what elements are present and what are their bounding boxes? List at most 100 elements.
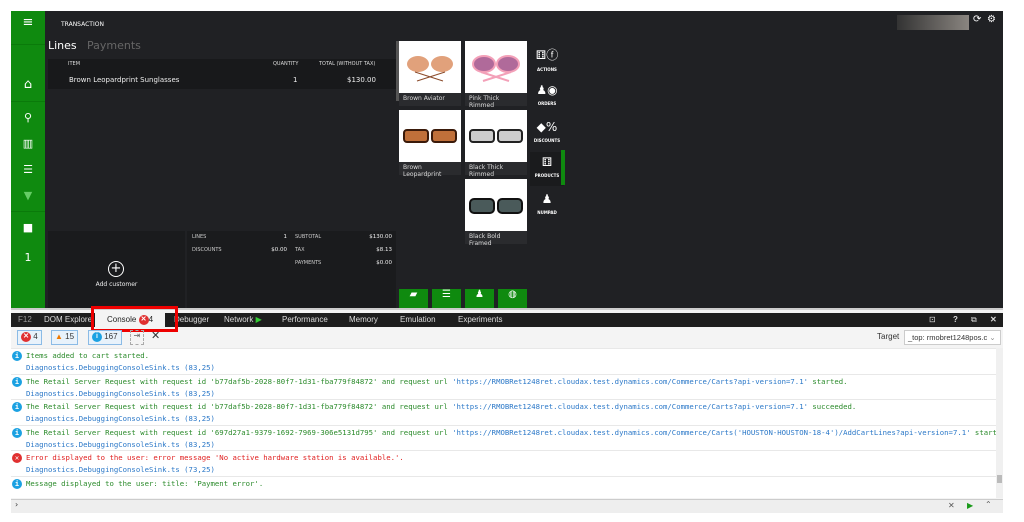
product-tile[interactable]: Black Bold Framed [465,179,527,247]
product-label: Brown Leopardprint [403,164,442,178]
page-title: TRANSACTION [61,21,104,28]
person-action-button[interactable]: ♟ [465,289,494,308]
globe-action-button[interactable]: ◍ [498,289,527,308]
undock-icon[interactable]: ⧉ [971,315,977,324]
log-url[interactable]: 'https://RMOBRet1248ret.cloudax.test.dyn… [452,376,808,386]
filter-info[interactable]: i 167 [88,330,122,345]
list-icon[interactable]: ☰ [23,163,33,176]
log-source-link[interactable]: Diagnostics.DebuggingConsoleSink.ts (83,… [26,414,215,423]
product-label: Pink Thick Rimmed [469,95,500,109]
product-tile[interactable]: Black Thick Rimmed [465,110,527,178]
nav-discounts[interactable]: ◆%DISCOUNTS [530,117,564,151]
console-log: i Items added to cart started. Diagnostics… [11,348,996,498]
log-text: Message displayed to the user: title: 'P… [26,478,264,488]
f12-label: F12 [18,315,32,324]
add-customer-button[interactable]: + Add customer [48,231,185,308]
clear-console-icon[interactable]: ✕ [151,329,161,342]
tab-payments[interactable]: Payments [87,39,141,52]
log-url[interactable]: 'https://RMOBRet1248ret.cloudax.test.dyn… [452,402,808,411]
subtotal-label: SUBTOTAL [295,234,322,240]
shopping-bag-icon[interactable]: ■ [22,221,34,234]
add-customer-label: Add customer [95,281,138,288]
log-source-link[interactable]: Diagnostics.DebuggingConsoleSink.ts (73,… [26,465,215,474]
help-icon[interactable]: ? [953,315,958,324]
tab-experiments[interactable]: Experiments [458,315,503,324]
sunglasses-image [465,110,527,162]
highlight-box [91,306,178,332]
nav-label: ORDERS [537,101,557,106]
totals-panel: LINES 1 DISCOUNTS $0.00 SUBTOTAL $130.00… [187,231,396,308]
info-icon: i [12,402,22,412]
console-input[interactable]: › ✕ ▶ ⌃ [11,499,1003,513]
refresh-icon[interactable]: ⟳ [973,14,982,25]
filter-icon[interactable]: ▼ [23,189,33,202]
target-select[interactable]: _top: rmobret1248pos.c ⌄ [904,330,1001,345]
discounts-label: DISCOUNTS [192,247,222,253]
tab-lines[interactable]: Lines [48,39,77,52]
warnings-count: 15 [65,332,75,341]
log-message: The Retail Server Request with request i… [13,401,996,413]
target-value: _top: rmobret1248pos.c [908,333,988,342]
tab-debugger[interactable]: Debugger [174,315,210,324]
cards-action-button[interactable]: ▰ [399,289,428,308]
clear-on-navigate-icon[interactable]: ⇥ [130,330,144,345]
log-source-link[interactable]: Diagnostics.DebuggingConsoleSink.ts (83,… [26,439,215,449]
log-message: The Retail Server Request with request i… [13,427,996,439]
close-icon[interactable]: ✕ [990,315,997,324]
tab-network[interactable]: Network ▶ [224,315,262,324]
log-text: The Retail Server Request with request i… [26,402,453,411]
play-icon: ▶ [255,315,262,324]
nav-products[interactable]: ⚅PRODUCTS [530,152,564,186]
warning-icon: ▲ [55,332,63,341]
expand-icon[interactable]: ⌃ [985,500,992,509]
lines-label: LINES [192,234,207,240]
filter-warnings[interactable]: ▲ 15 [51,330,79,345]
product-label: Black Thick Rimmed [469,164,504,178]
errors-count: 4 [33,332,38,342]
info-icon: i [12,351,22,361]
log-text: The Retail Server Request with request i… [26,376,453,386]
tab-dom-explorer[interactable]: DOM Explorer [44,315,94,324]
nav-orders[interactable]: ♟◉ ORDERS [530,80,564,114]
product-tile[interactable]: Brown Aviator [399,41,461,106]
numpad-icon: ♟ [541,192,553,206]
log-source-link[interactable]: Diagnostics.DebuggingConsoleSink.ts (83,… [26,388,215,398]
filter-errors[interactable]: ✕ 4 [17,330,42,345]
home-icon[interactable]: ⌂ [23,77,33,92]
library-icon[interactable]: ▥ [22,137,34,150]
product-label: Black Bold Framed [469,233,501,247]
sidebar: ≡ ⌂ ⚲ ▥ ☰ ▼ ■ 1 [11,11,45,308]
log-url[interactable]: 'https://RMOBRet1248ret.cloudax.test.dyn… [452,427,971,437]
tab-console[interactable]: Console ✕4 [95,313,165,327]
scrollbar[interactable] [396,41,399,101]
log-text: started. [807,376,848,386]
nav-numpad[interactable]: ♟NUMPAD [530,189,564,223]
log-message: The Retail Server Request with request i… [13,376,996,388]
product-tile[interactable]: Pink Thick Rimmed [465,41,527,109]
run-icon[interactable]: ▶ [967,501,974,510]
hamburger-menu-icon[interactable]: ≡ [22,15,34,30]
clear-input-icon[interactable]: ✕ [948,501,955,510]
product-tile[interactable]: Brown Leopardprint [399,110,461,178]
cart-count: 1 [24,251,32,264]
gear-icon[interactable]: ⚙ [987,14,996,25]
discounts-value: $0.00 [271,247,287,253]
console-toggle-icon[interactable]: ⊡ [929,315,936,324]
lines-action-button[interactable]: ☰ [432,289,461,308]
log-entry: i The Retail Server Request with request … [11,399,996,425]
tax-value: $8.13 [376,247,392,253]
log-text: Items added to cart started. [26,351,150,360]
tab-memory[interactable]: Memory [349,315,378,324]
orders-icon: ♟◉ [536,83,558,97]
search-icon[interactable]: ⚲ [23,111,33,124]
scrollbar[interactable] [996,348,1003,498]
log-message: Error displayed to the user: error messa… [13,452,996,464]
log-message: Items added to cart started. [13,350,996,362]
actions-icon: ⚅ⓕ [535,48,559,62]
row-total: $130.00 [347,76,376,84]
tab-emulation[interactable]: Emulation [400,315,436,324]
tab-performance[interactable]: Performance [282,315,328,324]
log-source-link[interactable]: Diagnostics.DebuggingConsoleSink.ts (83,… [26,363,215,372]
